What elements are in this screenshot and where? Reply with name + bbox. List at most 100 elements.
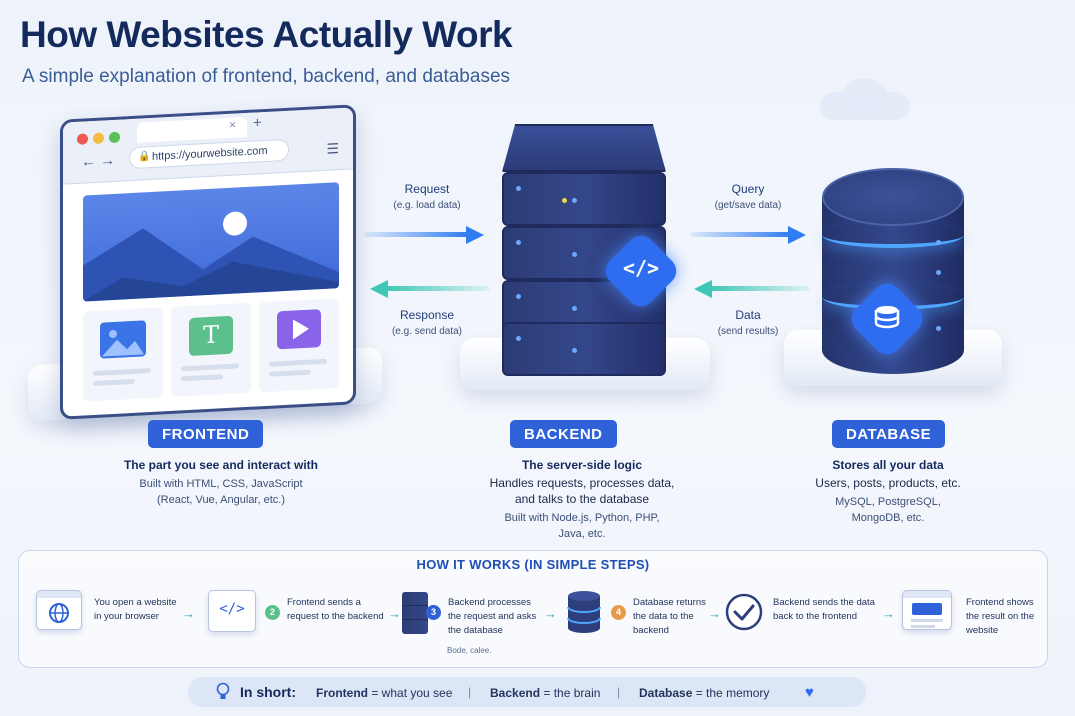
data-label: Data (735, 308, 761, 322)
image-card (83, 307, 163, 402)
step-2-code-icon: </> (208, 590, 256, 632)
database-tech-2: MongoDB, etc. (851, 512, 925, 524)
step-arrow-icon: → (182, 606, 195, 621)
page-title: How Websites Actually Work (20, 14, 513, 55)
step-4-database-icon (567, 591, 601, 633)
database-led (936, 240, 941, 245)
server-led (516, 240, 521, 245)
browser-toolbar: × + ← → 🔒 https://yourwebsite.com ☰ (63, 107, 353, 185)
summary-separator: | (617, 685, 621, 699)
frontend-tech: Built with HTML, CSS, JavaScript (139, 478, 303, 490)
step-2-number: 2 (265, 605, 280, 620)
frontend-label: FRONTEND (148, 420, 264, 448)
request-arrow-head (466, 226, 484, 244)
new-tab-icon[interactable]: + (253, 114, 262, 132)
backend-tech-2: Java, etc. (558, 528, 606, 540)
step-3-footnote: Bode, calee. (447, 646, 492, 655)
card-text-line (93, 378, 135, 387)
step-1-browser-icon (36, 590, 82, 630)
backend-tech-1: Built with Node.js, Python, PHP, (504, 512, 660, 524)
data-arrow (710, 286, 810, 291)
summary-backend: Backend = the brain (490, 686, 601, 700)
step-3-server-icon (402, 592, 428, 634)
close-tab-icon[interactable]: × (229, 117, 237, 132)
image-icon (100, 320, 146, 359)
step-3-number: 3 (426, 605, 441, 620)
address-bar[interactable]: 🔒 https://yourwebsite.com (129, 138, 289, 170)
summary-database: Database = the memory (639, 686, 770, 700)
database-led (936, 270, 941, 275)
request-label: Request (404, 182, 450, 196)
server-led (562, 198, 567, 203)
database-icon (874, 306, 900, 329)
summary-lead: In short: (240, 684, 296, 700)
database-tech-1: MySQL, PostgreSQL, (835, 496, 941, 508)
database-glow-ring (822, 222, 964, 248)
steps-title: HOW IT WORKS (IN SIMPLE STEPS) (416, 557, 650, 572)
minimize-window-dot[interactable] (93, 132, 104, 145)
data-sub: (send results) (717, 326, 779, 337)
step-arrow-icon: → (708, 606, 721, 621)
card-text-line (181, 363, 239, 372)
database-headline: Stores all your data (832, 458, 944, 472)
server-led (516, 294, 521, 299)
step-4-number: 4 (611, 605, 626, 620)
query-sub: (get/save data) (714, 200, 782, 211)
query-arrow-head (788, 226, 806, 244)
database-top (822, 168, 964, 226)
server-unit (502, 172, 666, 226)
query-arrow (690, 232, 790, 237)
globe-icon (49, 603, 69, 623)
backend-headline: The server-side logic (521, 458, 643, 472)
hamburger-menu-icon[interactable]: ☰ (326, 140, 339, 157)
page-subtitle: A simple explanation of frontend, backen… (22, 66, 511, 87)
steps-panel (18, 550, 1048, 668)
request-sub: (e.g. load data) (393, 200, 461, 211)
server-led (572, 348, 577, 353)
server-led (516, 336, 521, 341)
response-arrow (386, 286, 490, 291)
mountain-icon (83, 211, 339, 302)
hero-image (83, 182, 339, 302)
step-6-result-icon (902, 590, 952, 630)
server-led (516, 186, 521, 191)
database-led (936, 326, 941, 331)
server-rack (502, 126, 666, 376)
database-label: DATABASE (832, 420, 946, 448)
summary-frontend: Frontend = what you see (316, 686, 453, 700)
lock-icon: 🔒 (138, 151, 151, 163)
browser-window: × + ← → 🔒 https://yourwebsite.com ☰ T (60, 104, 356, 420)
url-text: https://yourwebsite.com (152, 144, 268, 163)
play-icon (277, 309, 321, 350)
text-card: T (171, 302, 251, 397)
request-arrow (364, 232, 468, 237)
code-icon: </> (622, 256, 660, 280)
summary-separator: | (468, 685, 472, 699)
step-5-check-icon (725, 593, 763, 631)
data-arrow-head (694, 280, 712, 298)
server-unit (502, 322, 666, 376)
card-text-line (269, 369, 311, 377)
response-arrow-head (370, 280, 388, 298)
frontend-frameworks: (React, Vue, Angular, etc.) (157, 494, 285, 506)
card-text-line (93, 367, 151, 377)
maximize-window-dot[interactable] (109, 131, 120, 144)
query-label: Query (731, 182, 765, 196)
step-arrow-icon: → (882, 606, 895, 621)
response-label: Response (399, 308, 455, 322)
backend-role-1: Handles requests, processes data, (489, 476, 675, 490)
text-icon: T (189, 315, 233, 356)
summary-bar (188, 677, 866, 707)
back-forward-icon[interactable]: ← → (81, 151, 116, 171)
server-led (572, 306, 577, 311)
card-text-line (181, 374, 223, 382)
close-window-dot[interactable] (77, 133, 88, 145)
cloud-decoration (842, 78, 888, 114)
frontend-headline: The part you see and interact with (123, 458, 319, 472)
response-sub: (e.g. send data) (391, 326, 463, 337)
